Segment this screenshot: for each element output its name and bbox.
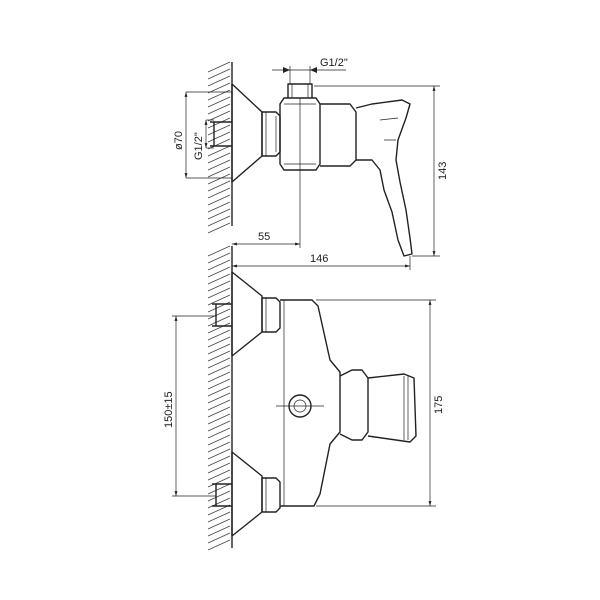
wall-hatch-line xyxy=(207,173,231,185)
hex-nut-lower xyxy=(261,477,281,513)
wall-hatch-line xyxy=(207,497,231,509)
lever-handle-top xyxy=(355,99,413,257)
wall-hatch-line xyxy=(207,392,231,404)
wall-hatch-line xyxy=(207,350,231,362)
wall-hatch-line xyxy=(207,385,231,397)
dim-depth-146: 146 xyxy=(310,253,328,265)
wall-hatch-line xyxy=(207,518,231,530)
top-connector xyxy=(287,83,313,98)
wall-hatch-line xyxy=(207,399,231,411)
wall-hatch-line xyxy=(207,159,231,171)
flange-cone-top xyxy=(231,83,263,183)
wall-hatch-line xyxy=(207,511,231,523)
wall-hatch-line xyxy=(207,294,231,306)
dim-diameter: ø70 xyxy=(173,131,185,150)
wall-hatch-line xyxy=(207,201,231,213)
wall-hatch-line xyxy=(207,427,231,439)
cartridge-housing-top xyxy=(320,103,357,167)
wall-hatch-line xyxy=(207,329,231,341)
wall-hatch-line xyxy=(207,266,231,278)
valve-body-top xyxy=(279,97,321,171)
lever-base-front xyxy=(339,369,369,441)
flange-cone-lower xyxy=(231,451,263,537)
wall-hatch-line xyxy=(207,336,231,348)
wall-hatch-line xyxy=(207,413,231,425)
wall-hatch-line xyxy=(207,222,231,234)
dim-depth-55: 55 xyxy=(258,231,270,243)
wall-hatch-line xyxy=(207,315,231,327)
wall-hatch-line xyxy=(207,145,231,157)
wall-hatch-line xyxy=(207,259,231,271)
wall-hatch-line xyxy=(207,273,231,285)
lever-handle-front xyxy=(367,373,417,443)
dim-thread-side: G1/2" xyxy=(193,132,205,160)
wall-hatch-line xyxy=(207,532,231,544)
wall-hatch-line xyxy=(207,476,231,488)
wall-hatch-line xyxy=(207,180,231,192)
wall-hatch-line xyxy=(207,61,231,73)
wall-hatch-line xyxy=(207,82,231,94)
wall-hatch-line xyxy=(207,490,231,502)
wall-hatch-line xyxy=(207,357,231,369)
dim-height-143: 143 xyxy=(437,162,449,180)
flange-cone-upper xyxy=(231,271,263,357)
wall-hatch-line xyxy=(207,110,231,122)
wall-hatch-line xyxy=(207,448,231,460)
wall-hatch-line xyxy=(207,96,231,108)
wall-hatch-line xyxy=(207,343,231,355)
wall-hatch-line xyxy=(207,117,231,129)
wall-hatch-line xyxy=(207,371,231,383)
wall-hatch-line xyxy=(207,322,231,334)
side-view: G1/2" ø70 G1/2" 55 146 143 xyxy=(173,57,449,270)
front-view: 150±15 175 xyxy=(163,245,445,551)
valve-body-front xyxy=(280,299,341,507)
wall-hatch-line xyxy=(207,252,231,264)
wall-hatch-line xyxy=(207,378,231,390)
dim-height-175: 175 xyxy=(433,396,445,414)
wall-hatch-line xyxy=(207,152,231,164)
wall-hatch-line xyxy=(207,483,231,495)
wall-hatch-line xyxy=(207,469,231,481)
wall-hatch-line xyxy=(207,434,231,446)
wall-hatch-line xyxy=(207,420,231,432)
wall-hatch-line xyxy=(207,215,231,227)
wall-hatch-line xyxy=(207,138,231,150)
wall-hatch-line xyxy=(207,406,231,418)
wall-hatch-line xyxy=(207,364,231,376)
wall-hatch-line xyxy=(207,462,231,474)
wall-hatch-line xyxy=(207,525,231,537)
wall-hatch-line xyxy=(207,539,231,551)
wall-hatch-line xyxy=(207,166,231,178)
wall-hatch-line xyxy=(207,308,231,320)
wall-hatch-line xyxy=(207,131,231,143)
dim-spacing: 150±15 xyxy=(163,391,175,428)
dim-thread-top: G1/2" xyxy=(320,57,348,69)
wall-pipe-top xyxy=(210,121,232,147)
wall-hatch-line xyxy=(207,124,231,136)
wall-hatch-line xyxy=(207,280,231,292)
hex-nut-top xyxy=(261,111,281,157)
wall-hatch-line xyxy=(207,194,231,206)
wall-hatch-line xyxy=(207,208,231,220)
wall-hatch-line xyxy=(207,75,231,87)
hex-nut-upper xyxy=(261,297,281,333)
wall-hatch-line xyxy=(207,287,231,299)
wall-hatch-line xyxy=(207,441,231,453)
wall-hatch-line xyxy=(207,103,231,115)
wall-hatch-line xyxy=(207,187,231,199)
wall-hatch-line xyxy=(207,455,231,467)
wall-top xyxy=(207,61,233,234)
wall-hatch-line xyxy=(207,68,231,80)
wall-hatch-line xyxy=(207,245,231,257)
